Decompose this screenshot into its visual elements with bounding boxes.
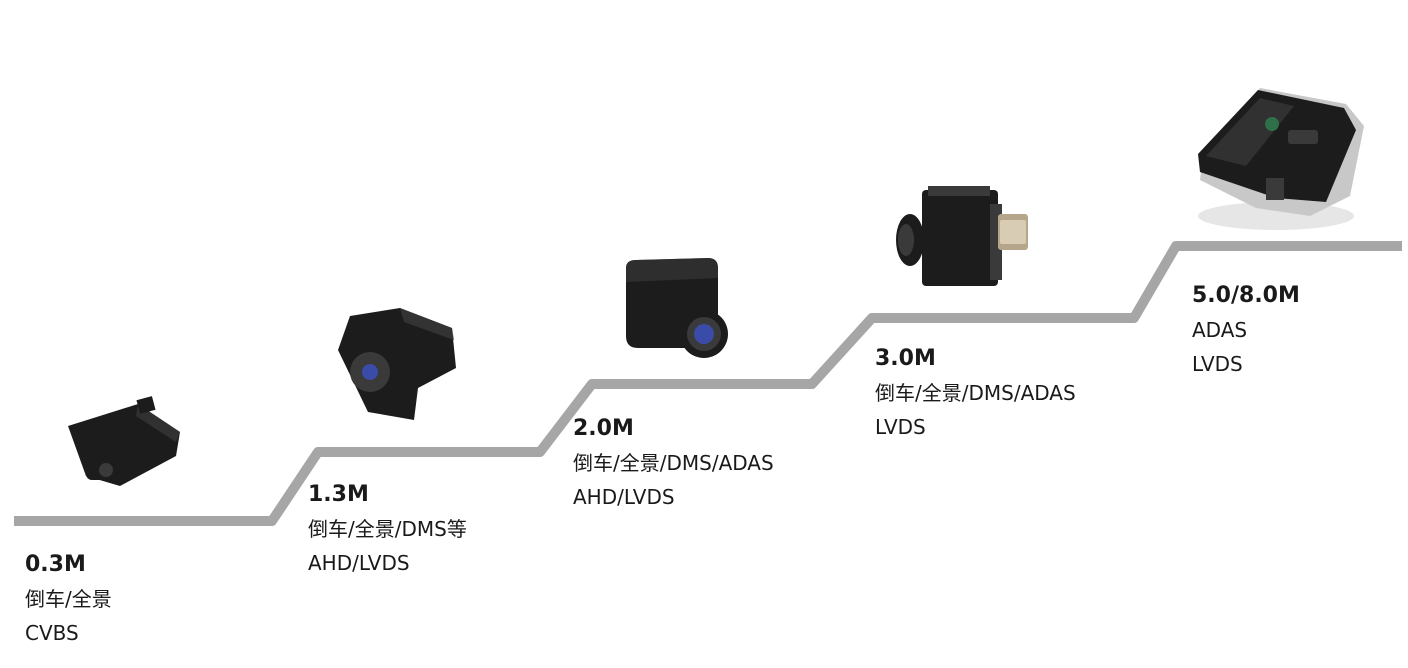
interface-text: AHD/LVDS: [308, 551, 410, 575]
resolution-text: 1.3M: [308, 482, 369, 507]
interface-text: CVBS: [25, 621, 79, 645]
step-label-4: 5.0/8.0M ADAS LVDS: [1192, 279, 1300, 381]
camera-bracket-icon: [338, 308, 456, 420]
application-text: 倒车/全景/DMS/ADAS: [573, 451, 774, 475]
step-label-3: 3.0M 倒车/全景/DMS/ADAS LVDS: [875, 342, 1076, 444]
interface-text: LVDS: [875, 415, 926, 439]
camera-connector-icon: [896, 186, 1028, 286]
step-label-0: 0.3M 倒车/全景 CVBS: [25, 548, 112, 650]
step-label-1: 1.3M 倒车/全景/DMS等 AHD/LVDS: [308, 478, 467, 580]
camera-adas-module-icon: [1198, 88, 1364, 230]
resolution-text: 0.3M: [25, 552, 86, 577]
camera-plate-icon: [68, 396, 180, 486]
resolution-text: 3.0M: [875, 346, 936, 371]
staircase-line: [14, 241, 1402, 526]
step-label-2: 2.0M 倒车/全景/DMS/ADAS AHD/LVDS: [573, 412, 774, 514]
application-text: 倒车/全景/DMS/ADAS: [875, 381, 1076, 405]
interface-text: LVDS: [1192, 352, 1243, 376]
interface-text: AHD/LVDS: [573, 485, 675, 509]
resolution-text: 5.0/8.0M: [1192, 283, 1300, 308]
application-text: 倒车/全景/DMS等: [308, 517, 467, 541]
resolution-text: 2.0M: [573, 416, 634, 441]
camera-cube-icon: [626, 258, 728, 358]
application-text: ADAS: [1192, 318, 1248, 342]
application-text: 倒车/全景: [25, 587, 112, 611]
